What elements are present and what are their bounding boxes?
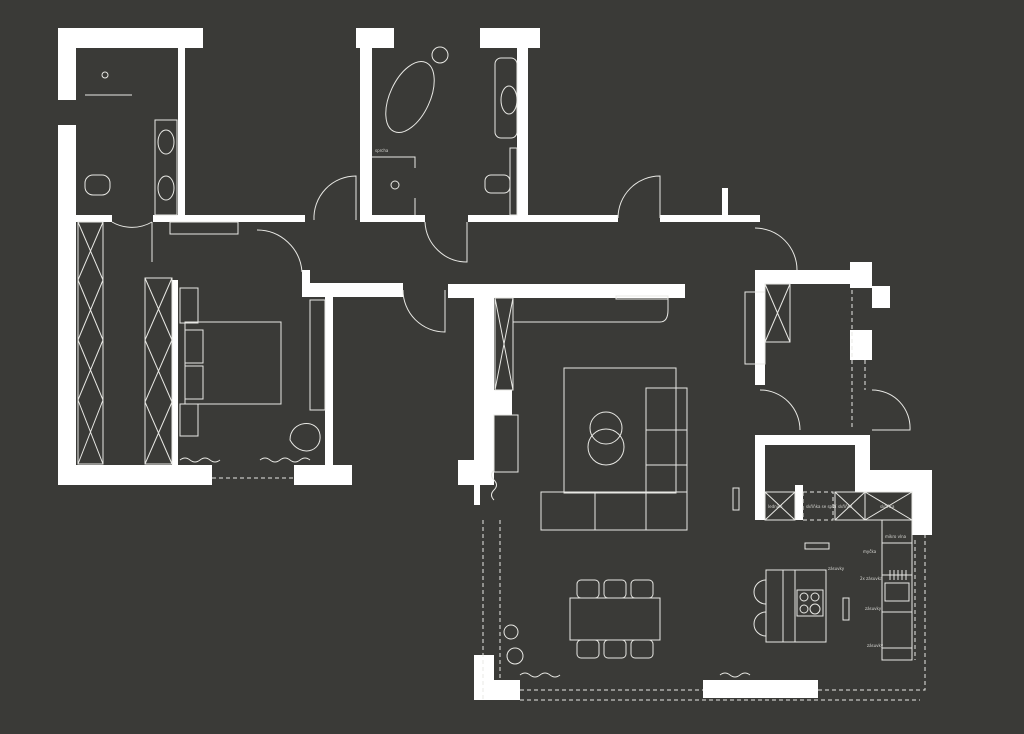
label-cabinet-2: skříňka (880, 504, 895, 509)
label-drawers-2: zásuvky (867, 643, 884, 648)
label-drawers-1: zásuvky (865, 606, 882, 611)
label-island-drawers: zásuvky (828, 566, 845, 571)
label-sink: 2x zásuvka (860, 576, 883, 581)
furniture: sprcha (77, 46, 926, 701)
shower-label: sprcha (375, 148, 389, 153)
label-dishwasher: myčka (863, 549, 877, 554)
label-microwave: mikro vlna (885, 534, 907, 539)
label-cabinet-1: skříňka (838, 504, 853, 509)
doors (111, 175, 911, 431)
walls (58, 28, 932, 700)
label-pantry: skříňka se spíží (806, 504, 837, 509)
label-fridge: lednice (768, 504, 783, 509)
